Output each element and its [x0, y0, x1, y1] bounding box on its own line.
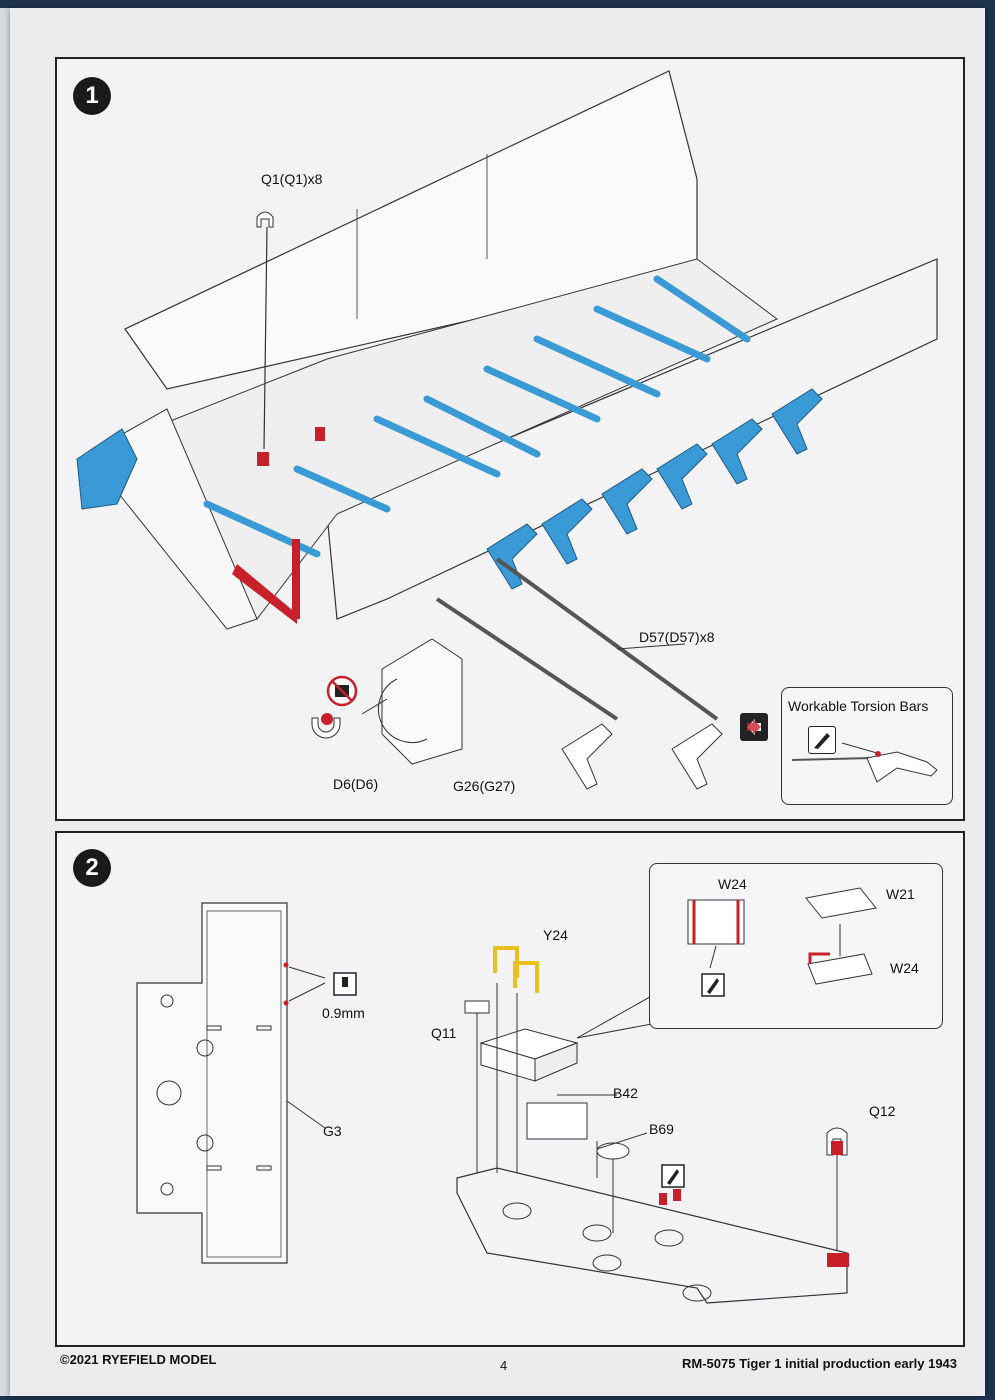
hull-drawing — [76, 70, 938, 790]
detail-inset: W24 W21 W24 — [649, 863, 943, 1029]
floor-plate-drawing — [136, 902, 849, 1304]
label-q12: Q12 — [869, 1103, 896, 1119]
document-title: RM-5075 Tiger 1 initial production early… — [682, 1356, 958, 1371]
label-q11: Q11 — [431, 1025, 457, 1041]
step-number: 2 — [73, 849, 111, 887]
label-y24: Y24 — [543, 927, 568, 943]
inset-title: Workable Torsion Bars — [788, 698, 929, 714]
label-b42: B42 — [613, 1085, 638, 1101]
label-d6: D6(D6) — [333, 776, 379, 792]
knife-icon — [808, 726, 836, 754]
copyright: ©2021 RYEFIELD MODEL — [60, 1352, 217, 1367]
label-d57: D57(D57)x8 — [639, 629, 715, 645]
label-b69: B69 — [649, 1121, 674, 1137]
label-drill: 0.9mm — [322, 1005, 365, 1021]
label-w24-side: W24 — [890, 960, 919, 976]
step-2-panel: 2 — [55, 831, 965, 1347]
paper-edge — [0, 8, 10, 1396]
workable-torsion-bars-inset: Workable Torsion Bars — [781, 687, 953, 805]
label-g26: G26(G27) — [453, 778, 516, 794]
label-g3: G3 — [323, 1123, 342, 1139]
step-1-panel: 1 — [55, 57, 965, 821]
label-w21: W21 — [886, 886, 915, 902]
label-q1: Q1(Q1)x8 — [261, 171, 323, 187]
page-number: 4 — [500, 1358, 508, 1373]
label-w24-top: W24 — [718, 876, 747, 892]
step-number: 1 — [73, 77, 111, 115]
